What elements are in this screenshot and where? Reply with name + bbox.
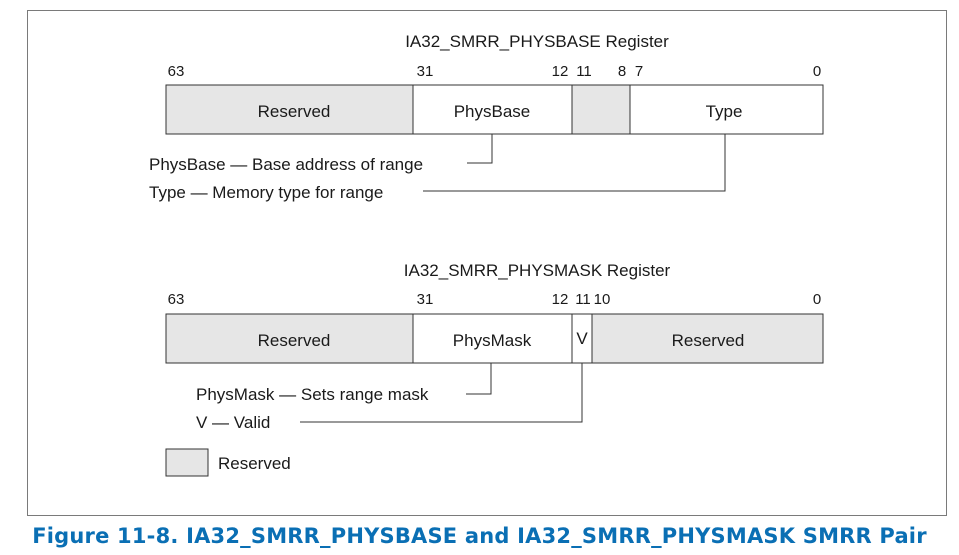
- bit-7-label: 7: [635, 63, 643, 80]
- bit-31-label: 31: [417, 63, 434, 80]
- reserved-field-low: [591, 313, 824, 364]
- bit-11-label: 11: [576, 63, 592, 80]
- bit-8-label: 8: [618, 63, 626, 80]
- type-field-label: Type: [706, 102, 743, 121]
- bit-10-label: 10: [594, 291, 611, 308]
- physbase-description: PhysBase — Base address of range: [149, 155, 423, 174]
- type-field: [629, 84, 824, 135]
- reserved-field: [165, 84, 414, 135]
- reserved-field-high: [165, 313, 414, 364]
- bit-0-label: 0: [813, 291, 821, 308]
- physmask-register-title: IA32_SMRR_PHYSMASK Register: [404, 261, 671, 280]
- valid-leader-line: [300, 363, 583, 423]
- bit-63-label: 63: [168, 291, 185, 308]
- bit-63-label: 63: [168, 63, 185, 80]
- reserved-high-label: Reserved: [258, 331, 331, 350]
- type-description: Type — Memory type for range: [149, 183, 383, 202]
- figure-frame: [27, 10, 947, 516]
- physbase-field: [412, 84, 573, 135]
- reserved-key-label: Reserved: [218, 454, 291, 473]
- valid-bit-label: V: [576, 329, 588, 348]
- bit-0-label: 0: [813, 63, 821, 80]
- reserved-field-mid: [571, 84, 631, 135]
- valid-description: V — Valid: [196, 413, 270, 432]
- physbase-leader-line: [467, 134, 493, 164]
- physbase-field-label: PhysBase: [454, 102, 531, 121]
- reserved-field-label: Reserved: [258, 102, 331, 121]
- bit-31-label: 31: [417, 291, 434, 308]
- physmask-description: PhysMask — Sets range mask: [196, 385, 429, 404]
- bit-12-label: 12: [552, 63, 569, 80]
- bit-11-label: 11: [575, 291, 591, 308]
- reserved-key-swatch: [165, 448, 209, 477]
- type-leader-line: [423, 134, 726, 192]
- physmask-leader-line: [466, 363, 492, 395]
- figure-caption: Figure 11-8. IA32_SMRR_PHYSBASE and IA32…: [32, 524, 927, 548]
- reserved-low-label: Reserved: [672, 331, 745, 350]
- physmask-field: [412, 313, 573, 364]
- bit-12-label: 12: [552, 291, 569, 308]
- physmask-field-label: PhysMask: [453, 331, 532, 350]
- physbase-register-title: IA32_SMRR_PHYSBASE Register: [405, 32, 669, 51]
